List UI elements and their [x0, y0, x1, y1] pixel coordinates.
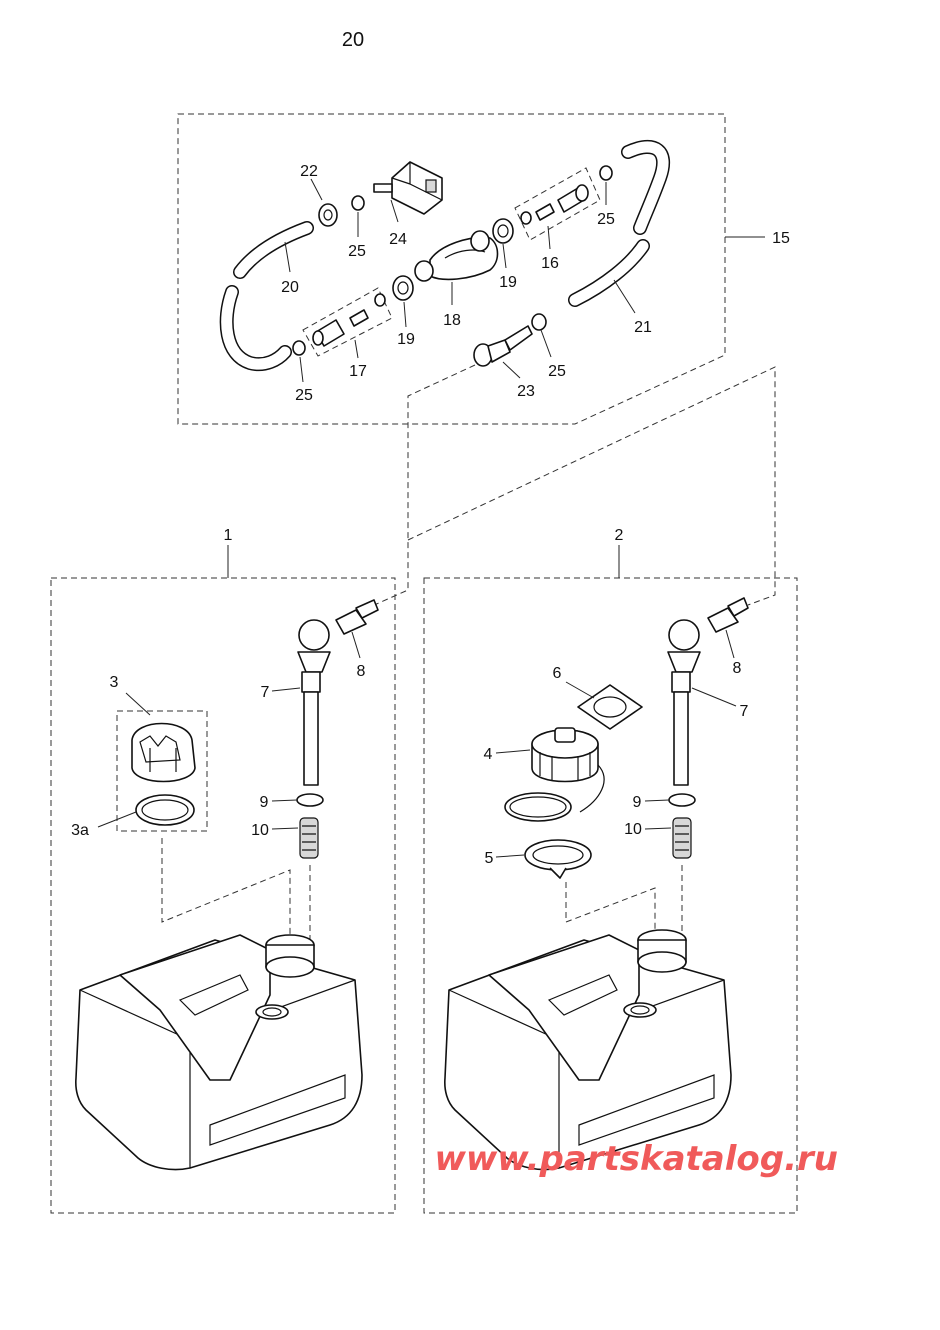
tank-1-box	[50, 577, 396, 1214]
decal-6	[577, 684, 643, 730]
primer-bulb-18	[414, 230, 499, 282]
callout-8-left: 8	[357, 663, 366, 680]
connector-24	[373, 161, 443, 215]
clamp-25-d	[531, 313, 547, 331]
callout-7-right: 7	[740, 703, 749, 720]
callout-21: 21	[634, 319, 652, 336]
connector-8-left	[335, 599, 379, 635]
callout-10-right: 10	[624, 821, 642, 838]
tank-assembly-1	[50, 545, 396, 1214]
callout-25-d: 25	[548, 363, 566, 380]
callout-9-left: 9	[260, 794, 269, 811]
tank-cap-4	[531, 727, 605, 813]
tank-assembly-2	[423, 545, 798, 1214]
callout-labels: 22 25 24 20 25 16 19 18 19 21 15 17 25 2…	[71, 163, 790, 867]
callout-17: 17	[349, 363, 367, 380]
gasket-4	[504, 792, 572, 822]
callout-5: 5	[485, 850, 494, 867]
callout-19-b: 19	[397, 331, 415, 348]
callout-23: 23	[517, 383, 535, 400]
o-ring-9-right	[668, 793, 696, 807]
fuel-tank-1	[75, 934, 363, 1171]
watermark-text: www.partskatalog.ru	[434, 1139, 838, 1179]
callout-18: 18	[443, 312, 461, 329]
callout-1: 1	[224, 527, 233, 544]
fitting-23	[473, 325, 533, 367]
retaining-ring-5	[524, 839, 592, 879]
callout-7-left: 7	[261, 684, 270, 701]
tank-2-box	[423, 577, 798, 1214]
callout-8-right: 8	[733, 660, 742, 677]
page-number: 20	[342, 29, 364, 51]
connection-line-left	[371, 364, 476, 607]
fuel-tank-2	[444, 929, 732, 1171]
callout-4: 4	[484, 746, 493, 763]
callout-25-b: 25	[597, 211, 615, 228]
o-ring-9-left	[296, 793, 324, 807]
connection-line-right	[407, 366, 776, 606]
filter-10-left	[299, 817, 319, 859]
callout-24: 24	[389, 231, 407, 248]
tank-cap-3	[131, 722, 196, 783]
filter-10-right	[672, 817, 692, 859]
callout-6: 6	[553, 665, 562, 682]
ring-19-left	[392, 275, 414, 301]
fuel-pickup-7-left	[297, 619, 331, 786]
clamp-25-b	[599, 165, 613, 181]
callout-2: 2	[615, 527, 624, 544]
fuel-line-group	[177, 113, 765, 425]
callout-10-left: 10	[251, 822, 269, 839]
callout-3a: 3a	[71, 822, 89, 839]
ring-19-right	[492, 218, 514, 244]
callout-3: 3	[110, 674, 119, 691]
check-valve-16	[514, 167, 601, 241]
callout-25-a: 25	[348, 243, 366, 260]
callout-9-right: 9	[633, 794, 642, 811]
callout-19-a: 19	[499, 274, 517, 291]
callout-25-c: 25	[295, 387, 313, 404]
connector-8-right	[707, 597, 749, 633]
clamp-25-a	[351, 195, 365, 211]
fuel-line-group-box	[177, 113, 726, 425]
check-valve-17	[302, 287, 393, 357]
fuel-pickup-7-right	[667, 619, 701, 786]
callout-15: 15	[772, 230, 790, 247]
clamp-25-c	[292, 340, 306, 356]
clamp-22	[318, 203, 338, 227]
callout-22: 22	[300, 163, 318, 180]
callout-16: 16	[541, 255, 559, 272]
callout-20: 20	[281, 279, 299, 296]
